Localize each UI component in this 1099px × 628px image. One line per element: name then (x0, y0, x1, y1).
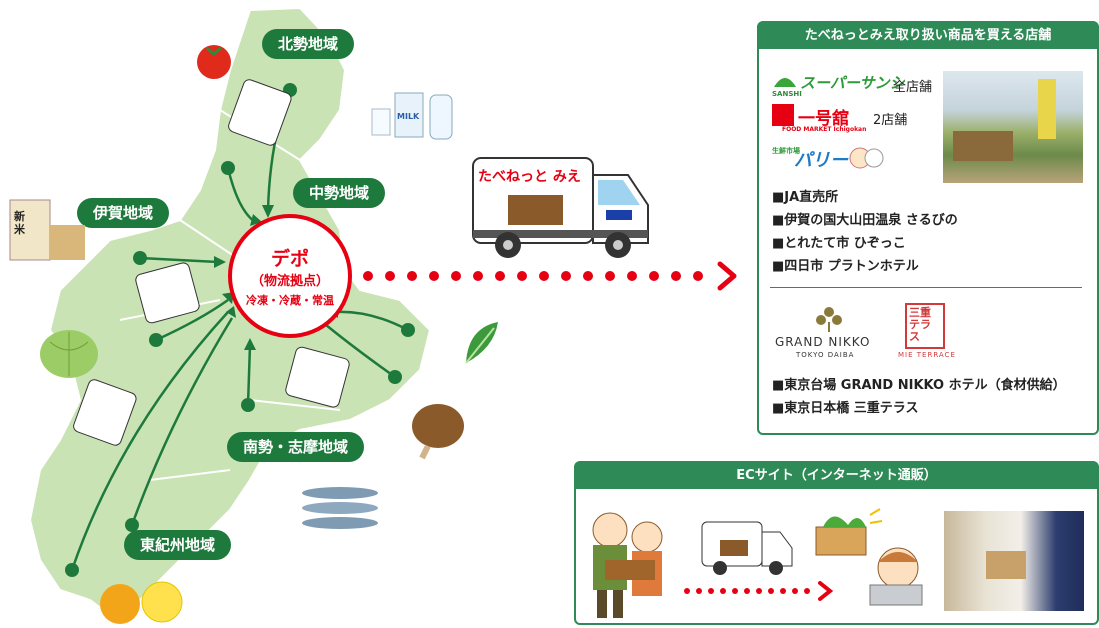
arrow-kishu-b (70, 311, 229, 571)
ichigokan-brand: 一号舘 (798, 109, 849, 129)
perry-mascot-icon (849, 147, 884, 169)
customer-laptop-illustration (869, 547, 923, 606)
store-list-item-3: ■とれたて市 ひぞっこ (772, 236, 906, 251)
grand-nikko-emblem-icon (816, 307, 842, 332)
rice-label: 新米 (14, 210, 25, 236)
milk-icon (371, 92, 453, 140)
mie-map (28, 6, 549, 617)
region-iga: 伊賀地域 (77, 198, 170, 228)
ec-red-dotted-line (682, 581, 834, 601)
shiitake-icon (412, 404, 464, 460)
van-logo: たべねっと みえ (478, 169, 581, 185)
region-chusei: 中勢地域 (293, 178, 386, 208)
stores-panel-title: たべねっとみえ取り扱い商品を買える店舗 (759, 23, 1097, 49)
ec-panel-title: ECサイト（インターネット通販） (576, 463, 1097, 489)
rice-bag-icon (9, 199, 85, 261)
delivery-van-illustration (472, 157, 649, 258)
veggie-box-icon (815, 508, 883, 556)
map-van-1 (228, 79, 292, 146)
red-dotted-line-ext (561, 261, 737, 291)
sanshi-count: 全店舗 (893, 80, 933, 95)
panel-divider (770, 287, 1082, 288)
red-dotted-line (363, 271, 549, 281)
perry-brand: パリー (794, 150, 848, 171)
ichigokan-logo-icon (772, 104, 794, 126)
mie-terrace-en: MIE TERRACE (898, 351, 956, 359)
depot-temps: 冷凍・冷蔵・常温 (246, 294, 334, 307)
map-van-3 (285, 346, 350, 408)
delivery-photo (944, 511, 1084, 611)
grand-nikko-line2: TOKYO DAIBA (796, 351, 855, 359)
store-list-item-2: ■伊賀の国大山田温泉 さるびの (772, 213, 958, 228)
arrow-south-a (246, 344, 252, 406)
ichigokan-count: 2店舗 (873, 113, 908, 128)
ec-van-illustration (701, 521, 793, 575)
arrow-south-c (334, 310, 409, 332)
region-higashikishu: 東紀州地域 (124, 530, 232, 560)
store-list-item-4: ■四日市 プラトンホテル (772, 259, 919, 274)
map-van-4 (73, 379, 137, 446)
mie-terrace-logo-icon (905, 303, 945, 349)
milk-label: MILK (397, 112, 420, 121)
spinach-icon (465, 322, 498, 364)
farmers-illustration (592, 512, 663, 618)
perry-small: 生鮮市場 (772, 147, 800, 155)
ichigokan-sub: FOOD MARKET Ichigokan (782, 126, 867, 133)
red-arrow-head (717, 261, 737, 291)
citrus-icon (100, 581, 183, 624)
fish-icon (302, 487, 378, 529)
store-list2-item-1: ■東京台場 GRAND NIKKO ホテル（食材供給） (772, 378, 1066, 393)
arrow-kishu-a (130, 317, 234, 526)
store-list2-item-2: ■東京日本橋 三重テラス (772, 401, 919, 416)
store-photo (943, 71, 1083, 183)
depot-subtitle: （物流拠点） (250, 274, 329, 289)
grand-nikko-line1: GRAND NIKKO (775, 335, 871, 349)
region-nansei-shima: 南勢・志摩地域 (227, 432, 365, 462)
depot-circle (228, 214, 352, 338)
cabbage-icon (40, 330, 98, 378)
map-van-2 (135, 262, 200, 324)
sanshi-logo-icon (774, 78, 796, 87)
mie-terrace-jp: 三重テラス (909, 306, 931, 343)
region-hokusei: 北勢地域 (262, 29, 355, 59)
depot-title: デポ (270, 248, 309, 270)
sanshi-small: SANSHI (772, 90, 802, 98)
arrow-west (155, 298, 229, 342)
store-list-item-1: ■JA直売所 (772, 190, 839, 205)
tomato-icon (197, 45, 231, 79)
arrow-iga (139, 256, 219, 264)
sanshi-brand: スーパーサンシ (800, 74, 905, 92)
